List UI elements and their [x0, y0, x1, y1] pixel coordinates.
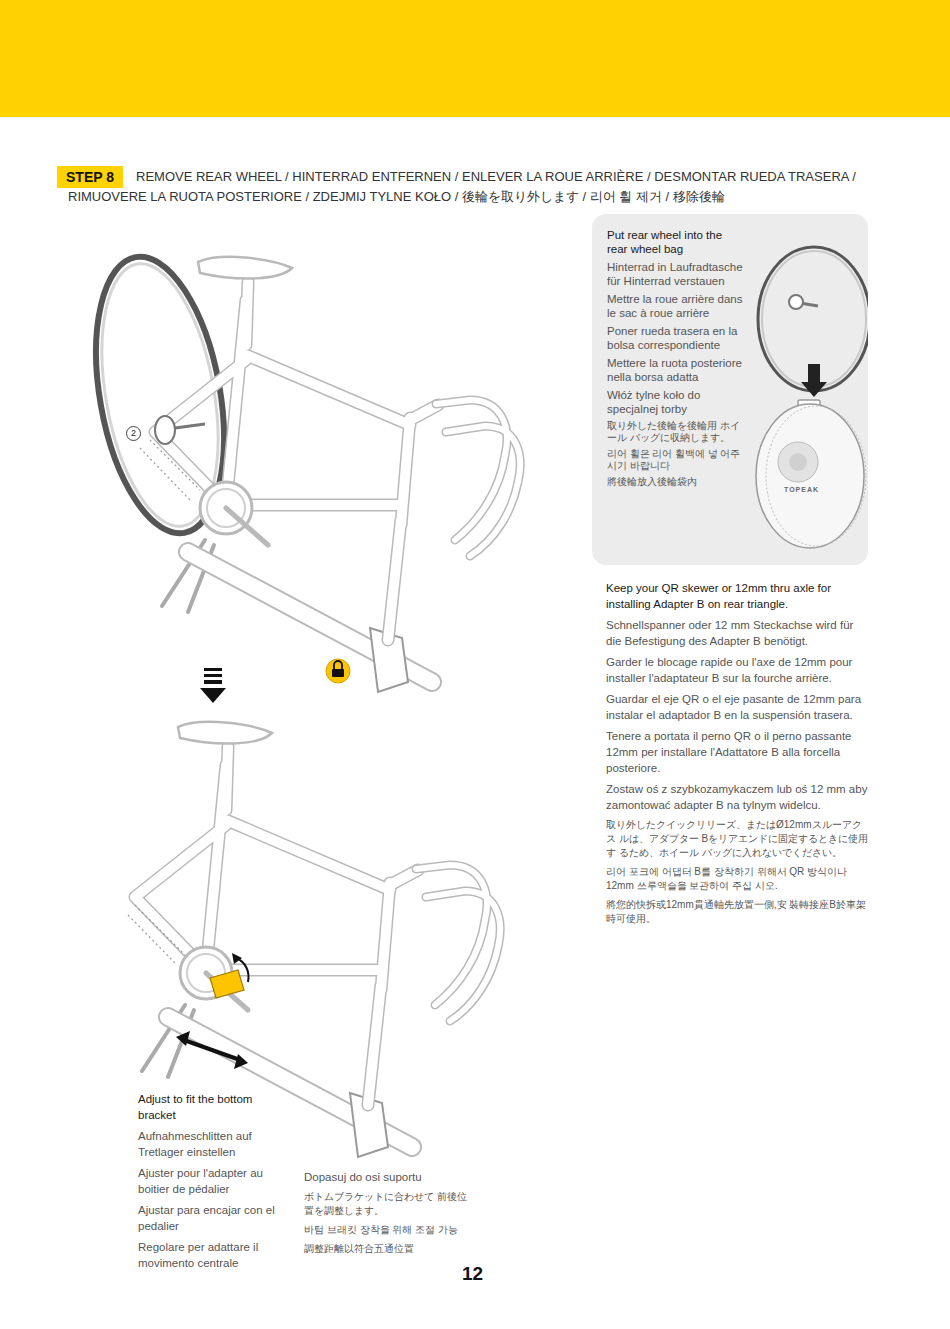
instruction-note: Tenere a portata il perno QR o il perno … [606, 728, 870, 776]
instruction-note: Keep your QR skewer or 12mm thru axle fo… [606, 580, 870, 612]
text-column: Adjust to fit the bottom bracketAufnahme… [138, 1091, 278, 1276]
node-text: 리어 휠은 리어 휠백에 넣 어주시기 바랍니다 [607, 448, 745, 472]
node-text: Mettre la roue arrière dans le sac à rou… [607, 292, 745, 320]
instruction-note: Zostaw oś z szybkozamykaczem lub oś 12 m… [606, 781, 870, 813]
instruction-note: 리어 포크에 어댑터 B를 장착하기 위해서 QR 방식이나 12mm 쓰루액슬… [606, 865, 870, 893]
adjust-note: Dopasuj do osi suportu [304, 1169, 470, 1185]
adjust-note: Regolare per adattare il movimento centr… [138, 1239, 278, 1271]
text-column: Dopasuj do osi suportu ボトムブラケットに合わせて 前後位置… [304, 1169, 470, 1261]
bike-without-wheel [128, 722, 500, 1157]
step-badge: STEP 8 [57, 166, 123, 188]
node-heading: Put rear wheel into the rear wheel bag [607, 228, 745, 256]
brand-mark: TOPEAK [784, 486, 819, 493]
adjust-note: Aufnahmeschlitten auf Tretlager einstell… [138, 1128, 278, 1160]
header-band [0, 0, 950, 117]
node-heading: STEP 8 [66, 167, 114, 187]
step-title: REMOVE REAR WHEEL / HINTERRAD ENTFERNEN … [68, 167, 918, 207]
node-text: Włóż tylne koło do specjalnej torby [607, 388, 745, 416]
node-text: Hinterrad in Laufradtasche für Hinterrad… [607, 260, 745, 288]
adjust-note: 調整距離以符合五通位置 [304, 1242, 470, 1256]
instruction-note: Guardar el eje QR o el eje pasante de 12… [606, 691, 870, 723]
bike-with-wheel [77, 247, 521, 692]
instruction-note: 將您的快拆或12mm貫通軸先放置一側,安 裝轉接座B於車架時可使用。 [606, 898, 870, 926]
node-text: Mettere la ruota posteriore nella borsa … [607, 356, 745, 384]
adapter-part [210, 970, 244, 998]
instruction-panel: Put rear wheel into the rear wheel bagHi… [592, 214, 868, 565]
adjust-note: Adjust to fit the bottom bracket [138, 1091, 278, 1123]
node-text: Poner rueda trasera en la bolsa correspo… [607, 324, 745, 352]
instruction-note: 取り外したクイックリリーズ、またはØ12mmスルーアクス ルは、アダプター Bを… [606, 818, 870, 860]
node-text: 取り外した後輪を後輪用 ホイール バッグに収納します。 [607, 420, 745, 444]
adjust-note: Ajuster pour l'adapter au boitier de péd… [138, 1165, 278, 1197]
instruction-note: Garder le blocage rapide ou l'axe de 12m… [606, 654, 870, 686]
node-text: 將後輪放入後輪袋內 [607, 476, 745, 488]
adjust-note: Ajustar para encajar con el pedalier [138, 1202, 278, 1234]
down-arrow [200, 668, 226, 703]
callout-number: 2 [126, 426, 141, 441]
lock-icon [326, 659, 350, 683]
instruction-note: Schnellspanner oder 12 mm Steckachse wir… [606, 617, 870, 649]
text-column: Keep your QR skewer or 12mm thru axle fo… [606, 580, 870, 931]
page-number: 12 [462, 1263, 483, 1285]
adjust-note: 바텀 브래킷 장착을 위해 조절 가능 [304, 1223, 470, 1237]
adjust-note: ボトムブラケットに合わせて 前後位置を調整します。 [304, 1190, 470, 1218]
